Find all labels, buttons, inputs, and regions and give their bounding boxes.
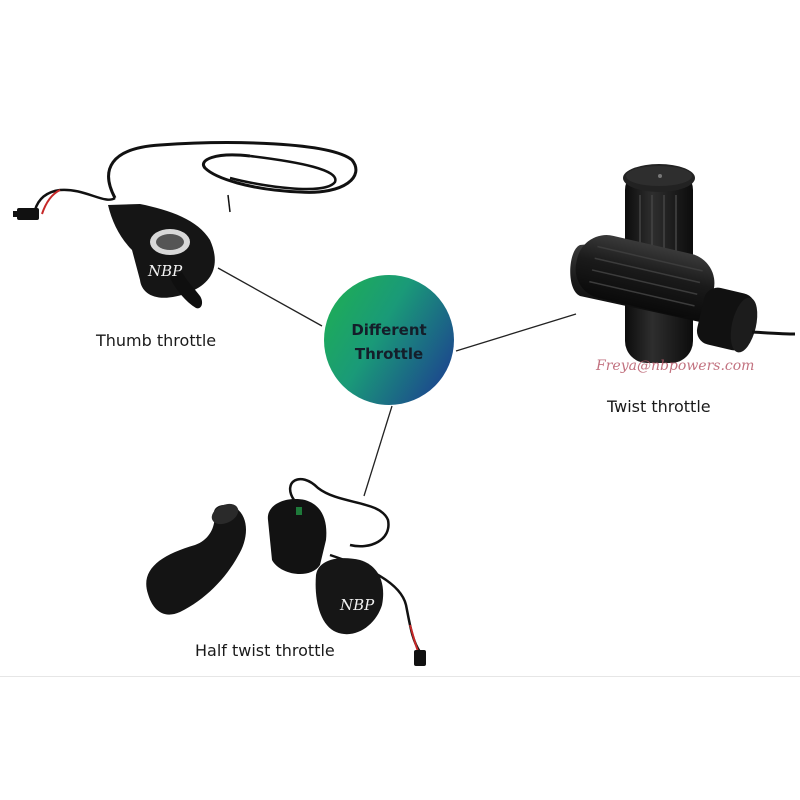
twist-throttle-label: Twist throttle [607, 397, 711, 416]
connector-half [363, 405, 393, 497]
center-circle [324, 275, 454, 405]
thumb-throttle-icon [13, 141, 358, 309]
twist-throttle-icon [570, 164, 796, 363]
center-title-line2: Throttle [354, 345, 424, 363]
half-twist-throttle-label: Half twist throttle [195, 641, 335, 660]
bottom-divider [0, 676, 800, 677]
connector-twist [455, 313, 577, 352]
thumb-throttle-label: Thumb throttle [96, 331, 217, 350]
center-title-line1: Different [351, 321, 427, 339]
connector-thumb [217, 267, 323, 327]
center-title: Different Throttle [324, 318, 454, 366]
half-watermark: NBP [339, 596, 375, 614]
thumb-watermark: NBP [147, 262, 183, 280]
twist-watermark: Freya@nbpowers.com [595, 358, 754, 374]
half-twist-throttle-icon [146, 477, 426, 666]
